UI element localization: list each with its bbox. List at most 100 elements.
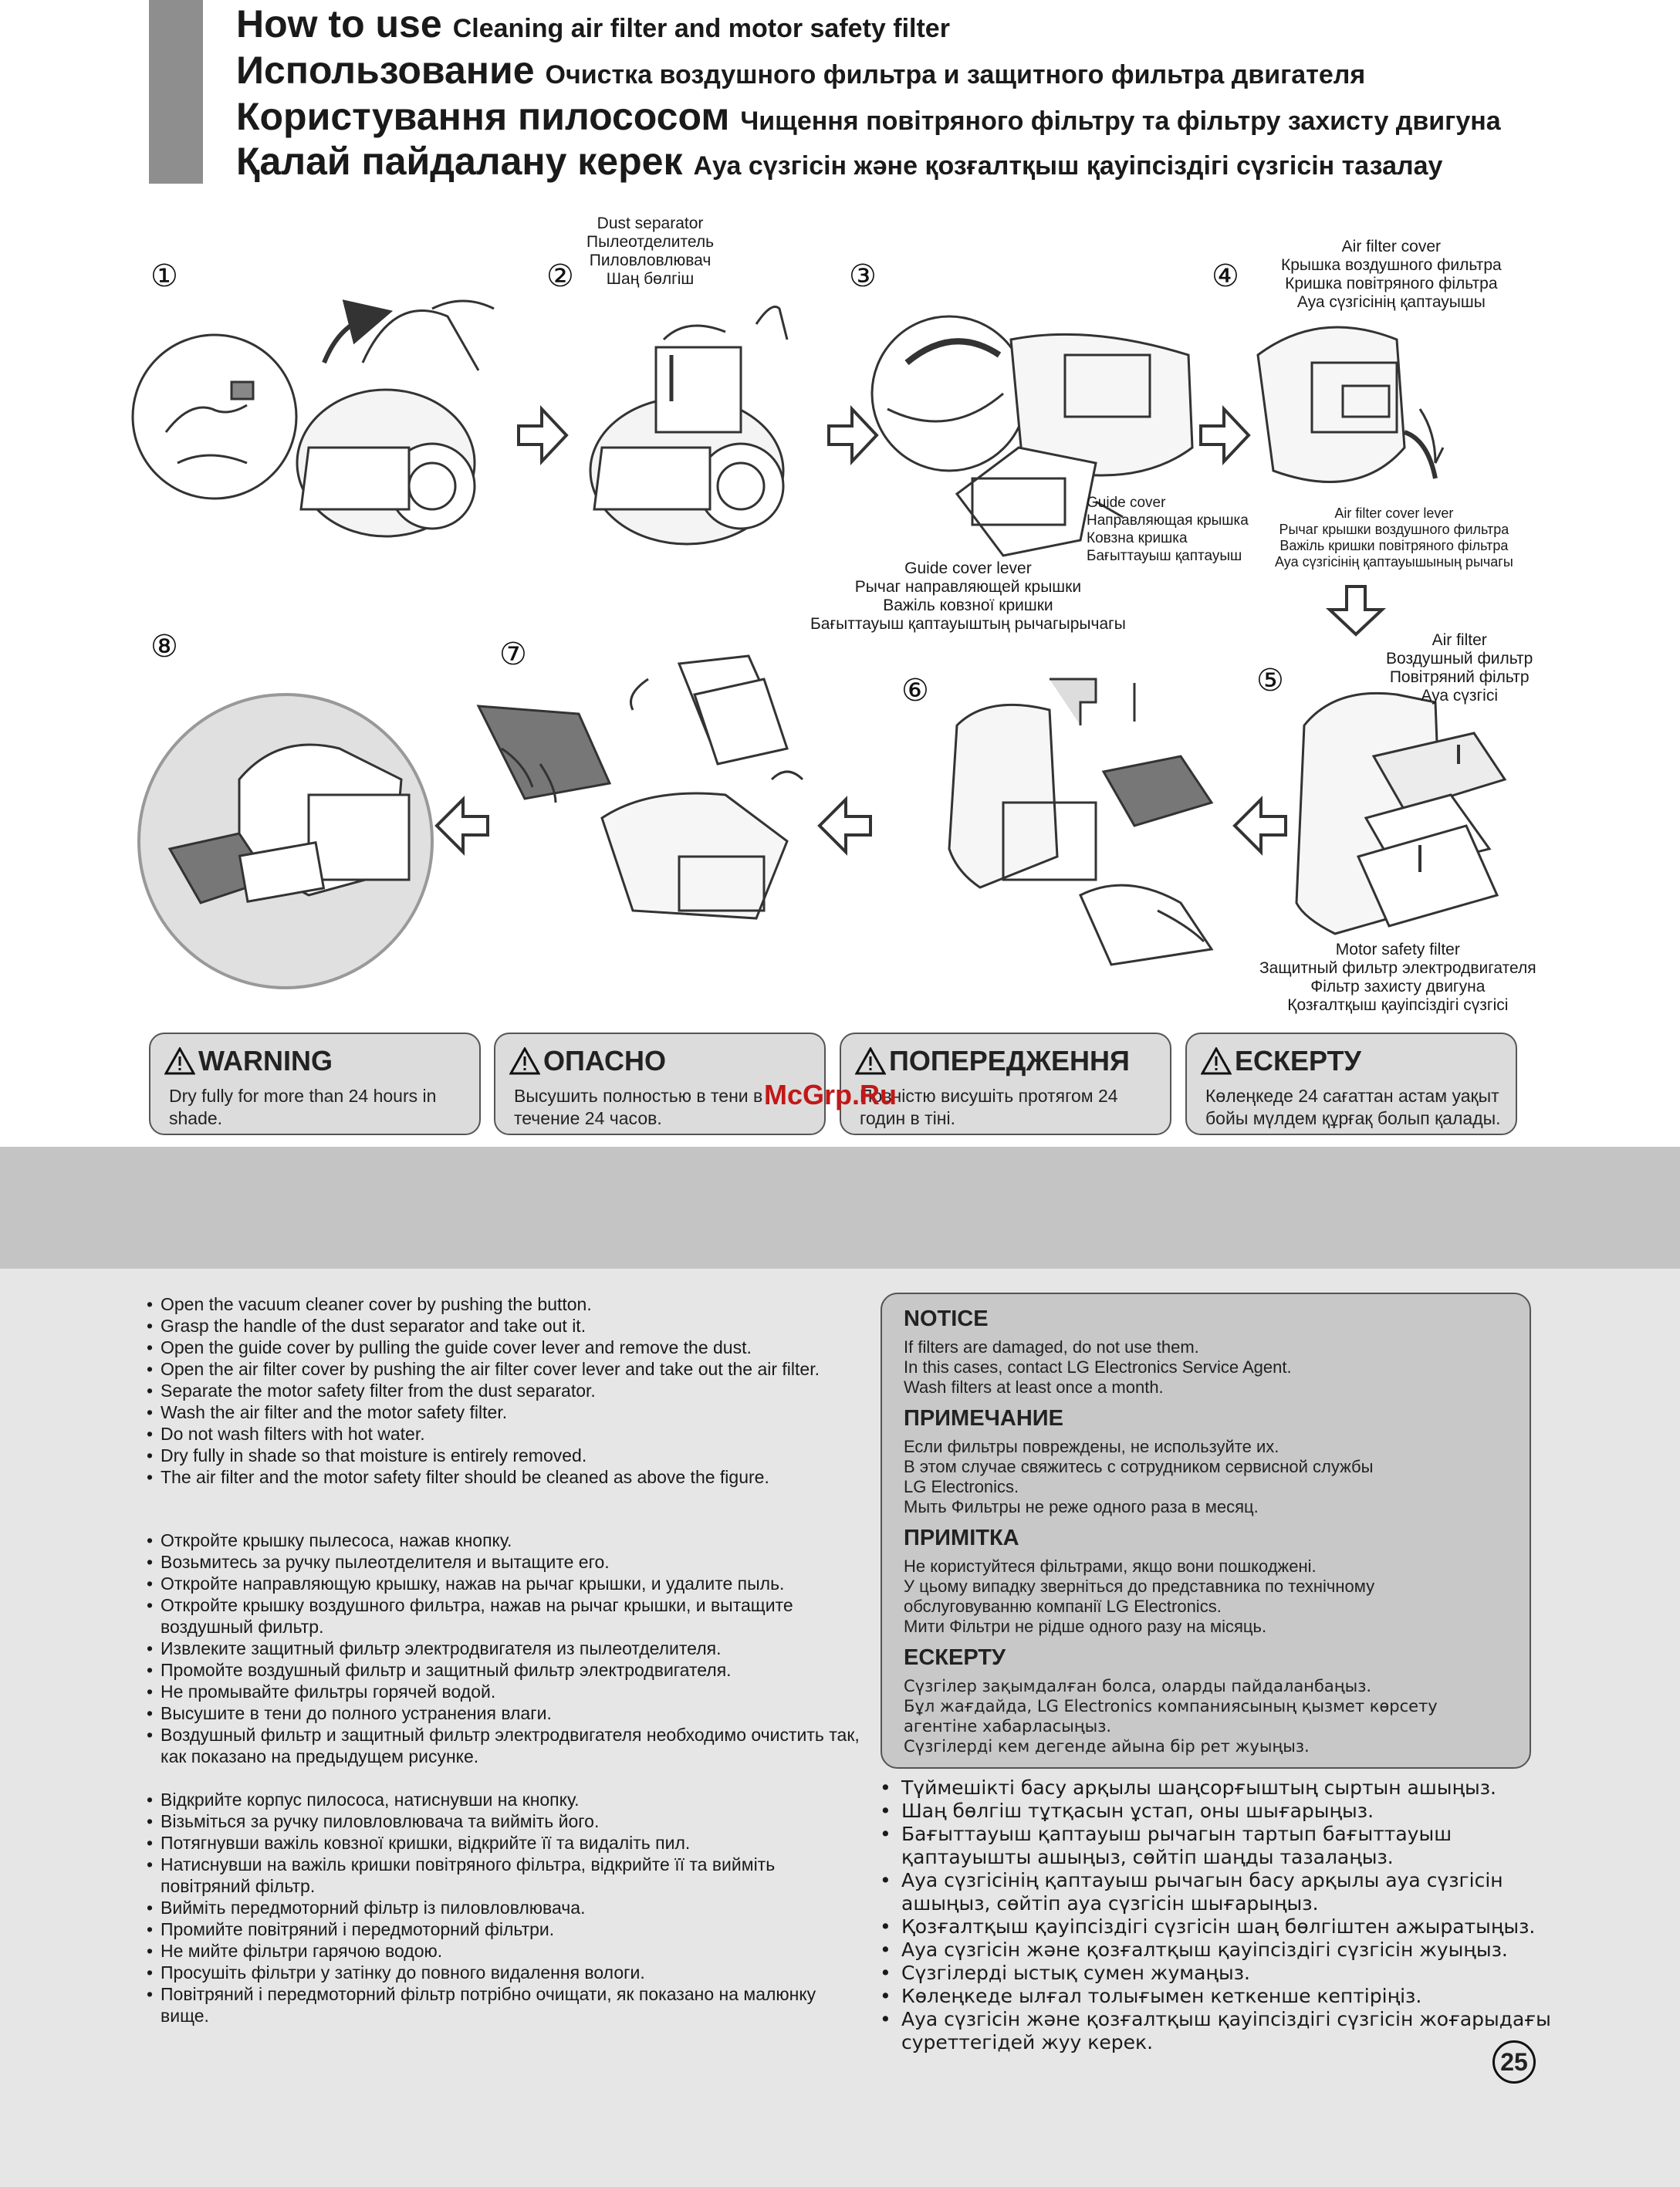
list-item: Просушіть фільтри у затінку до повного в…: [147, 1962, 864, 1983]
list-item: Вийміть передмоторний фільтр із пиловлов…: [147, 1897, 864, 1918]
warning-title: WARNING: [198, 1045, 333, 1077]
step-4-illustration: [1256, 326, 1445, 483]
list-item: Шаң бөлгіш тұтқасын ұстап, оны шығарыңыз…: [878, 1800, 1557, 1823]
list-item: The air filter and the motor safety filt…: [147, 1466, 864, 1488]
step-2-number: ②: [546, 259, 574, 294]
notice-title-en: NOTICE: [904, 1306, 989, 1331]
step-3-illustration: [870, 315, 1194, 557]
list-item: Grasp the handle of the dust separator a…: [147, 1315, 864, 1337]
notice-title-kz: ЕСКЕРТУ: [904, 1645, 1006, 1670]
step-2-illustration: [589, 306, 789, 546]
process-arrows: [434, 404, 1387, 856]
step-8-number: ⑧: [150, 629, 178, 664]
warning-icon: [855, 1047, 886, 1075]
list-item: Промийте повітряний і передмоторний філь…: [147, 1918, 864, 1940]
notice-line: In this cases, contact LG Electronics Se…: [904, 1357, 1292, 1377]
notice-line: В этом случае свяжитесь с сотрудником се…: [904, 1457, 1374, 1476]
header-accent-bar: [149, 0, 203, 184]
list-item: Откройте направляющую крышку, нажав на р…: [147, 1573, 864, 1594]
instructions-list-kz: Түймешікті басу арқылы шаңсорғыштың сырт…: [878, 1776, 1557, 2054]
list-item: Do not wash filters with hot water.: [147, 1423, 864, 1445]
list-item: Dry fully in shade so that moisture is e…: [147, 1445, 864, 1466]
warning-box-kz: ЕСКЕРТУ Көлеңкеде 24 сағаттан астам уақы…: [1185, 1033, 1517, 1135]
list-item: Воздушный фильтр и защитный фильтр элект…: [147, 1724, 864, 1767]
list-item: Извлеките защитный фильтр электродвигате…: [147, 1638, 864, 1659]
list-item: Откройте крышку воздушного фильтра, нажа…: [147, 1594, 864, 1638]
list-item: Ауа сүзгісін және қозғалтқыш қауіпсіздіг…: [878, 1939, 1557, 1962]
warning-box-ru: ОПАСНО Высушить полностью в тени в течен…: [494, 1033, 826, 1135]
list-item: Ауа сүзгісінің қаптауыш рычагын басу арқ…: [878, 1869, 1557, 1915]
warning-icon: [164, 1047, 195, 1075]
warning-text: Dry fully for more than 24 hours in shad…: [169, 1086, 437, 1128]
page-number: 25: [1492, 2040, 1536, 2084]
warning-icon: [1201, 1047, 1232, 1075]
procedure-illustrations: [131, 299, 1507, 989]
step-7-illustration: [476, 654, 804, 920]
list-item: Візьміться за ручку пиловловлювача та ви…: [147, 1810, 864, 1832]
notice-line: If filters are damaged, do not use them.: [904, 1337, 1199, 1357]
step-1-number: ①: [150, 259, 178, 294]
instructions-list-uk: Відкрийте корпус пилососа, натиснувши на…: [147, 1789, 864, 2026]
notice-line: Сүзгілерді кем дегенде айына бір рет жуы…: [904, 1737, 1310, 1756]
warning-text: Повністю висушіть протягом 24 годин в ті…: [860, 1086, 1118, 1128]
notice-line: Сүзгілер зақымдалған болса, оларды пайда…: [904, 1677, 1372, 1695]
list-item: Возьмитесь за ручку пылеотделителя и выт…: [147, 1551, 864, 1573]
watermark: McGrp.Ru: [764, 1079, 897, 1110]
step-4-number: ④: [1212, 259, 1239, 294]
warning-title: ЕСКЕРТУ: [1235, 1045, 1361, 1077]
warning-text: Высушить полностью в тени в течение 24 ч…: [514, 1086, 763, 1128]
list-item: Ауа сүзгісін және қозғалтқыш қауіпсіздіг…: [878, 2008, 1557, 2054]
warning-box-uk: ПОПЕРЕДЖЕННЯ Повністю висушіть протягом …: [840, 1033, 1171, 1135]
grey-divider-band: [0, 1147, 1680, 1269]
list-item: Open the air filter cover by pushing the…: [147, 1358, 864, 1380]
notice-line: обслуговуванню компанії LG Electronics.: [904, 1597, 1222, 1616]
warning-title: ПОПЕРЕДЖЕННЯ: [889, 1045, 1130, 1077]
step-1-illustration: [131, 299, 495, 538]
warning-box-en: WARNING Dry fully for more than 24 hours…: [149, 1033, 481, 1135]
list-item: Высушите в тени до полного устранения вл…: [147, 1702, 864, 1724]
list-item: Separate the motor safety filter from th…: [147, 1380, 864, 1401]
notice-title-ru: ПРИМЕЧАНИЕ: [904, 1406, 1063, 1431]
list-item: Wash the air filter and the motor safety…: [147, 1401, 864, 1423]
list-item: Open the vacuum cleaner cover by pushing…: [147, 1293, 864, 1315]
notice-line: У цьому випадку зверніться до представни…: [904, 1577, 1375, 1596]
list-item: Сүзгілерді ыстық сумен жумаңыз.: [878, 1962, 1557, 1985]
notice-line: Если фильтры повреждены, не используйте …: [904, 1437, 1279, 1456]
list-item: Відкрийте корпус пилососа, натиснувши на…: [147, 1789, 864, 1810]
step-5-illustration: [1295, 691, 1507, 935]
notice-line: Не користуйтеся фільтрами, якщо вони пош…: [904, 1557, 1317, 1576]
list-item: Не промывайте фильтры горячей водой.: [147, 1681, 864, 1702]
step-5-number: ⑤: [1256, 663, 1284, 698]
list-item: Промойте воздушный фильтр и защитный фил…: [147, 1659, 864, 1681]
list-item: Қозғалтқыш қауіпсіздігі сүзгісін шаң бөл…: [878, 1915, 1557, 1939]
list-item: Потягнувши важіль ковзної кришки, відкри…: [147, 1832, 864, 1854]
instructions-list-en: Open the vacuum cleaner cover by pushing…: [147, 1293, 864, 1488]
step-7-number: ⑦: [499, 637, 527, 672]
list-item: Open the guide cover by pulling the guid…: [147, 1337, 864, 1358]
notice-line: LG Electronics.: [904, 1477, 1019, 1496]
list-item: Повітряний і передмоторний фільтр потріб…: [147, 1983, 864, 2026]
notice-line: Wash filters at least once a month.: [904, 1377, 1164, 1397]
list-item: Откройте крышку пылесоса, нажав кнопку.: [147, 1530, 864, 1551]
list-item: Көлеңкеде ылғал толығымен кеткенше кепті…: [878, 1985, 1557, 2008]
warning-icon: [509, 1047, 540, 1075]
warning-title: ОПАСНО: [543, 1045, 666, 1077]
notice-line: агентіне хабарласыңыз.: [904, 1717, 1112, 1736]
notice-title-uk: ПРИМІТКА: [904, 1526, 1019, 1550]
list-item: Түймешікті басу арқылы шаңсорғыштың сырт…: [878, 1776, 1557, 1800]
step-8-illustration: [137, 693, 434, 989]
notice-line: Мити Фільтри не рідше одного разу на міс…: [904, 1617, 1267, 1636]
list-item: Бағыттауыш қаптауыш рычагын тартып бағыт…: [878, 1823, 1557, 1869]
notice-line: Бұл жағдайда, LG Electronics компаниясын…: [904, 1697, 1438, 1715]
step-6-number: ⑥: [901, 673, 929, 708]
